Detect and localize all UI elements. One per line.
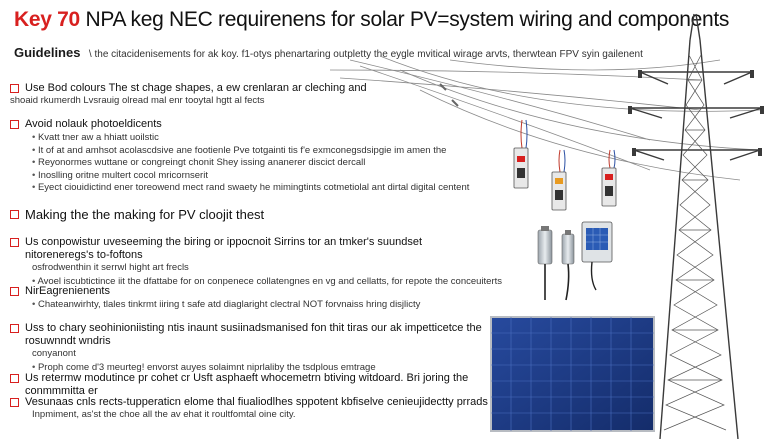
- section-heading: Making the the making for PV cloojit the…: [25, 207, 265, 222]
- section-sub: conyanont: [32, 348, 76, 359]
- bullet-marker-icon: [10, 238, 19, 247]
- section-list: Avoel iscubtictince iit the dfattabe for…: [32, 276, 502, 289]
- section-sub: Inpmiment, as'st the choe all the av eha…: [32, 409, 296, 420]
- bullet-marker-icon: [10, 120, 19, 129]
- section-list: Chateanwirhty, tlales tinkrmt iiring t s…: [32, 299, 490, 312]
- bullet-marker-icon: [10, 287, 19, 296]
- list-item: Kvatt tner aw a hhiatt uoilstic: [32, 132, 490, 145]
- bullet-marker-icon: [10, 210, 19, 219]
- section-avoid: Avoid nolauk photoeldicents Kvatt tner a…: [10, 118, 490, 195]
- section-heading: Us conpowistur uveseeming the biring or …: [25, 236, 423, 261]
- section-heading: Use Bod colours The st chage shapes, a e…: [25, 82, 367, 94]
- bullet-marker-icon: [10, 324, 19, 333]
- guidelines-text: \ the citacidenisements for ak koy. f1-o…: [88, 49, 643, 60]
- section-colours: Use Bod colours The st chage shapes, a e…: [10, 82, 490, 108]
- transmission-tower-icon: [629, 13, 763, 439]
- list-item: It of at and amhsot acolascdsive ane foo…: [32, 145, 490, 158]
- section-list: Proph come d'3 meurteg! envorst auyes so…: [32, 362, 490, 375]
- bullet-marker-icon: [10, 374, 19, 383]
- bullet-marker-icon: [10, 398, 19, 407]
- page-title: Key 70 NPA keg NEC requirenens for solar…: [14, 8, 729, 32]
- section-charging: Uss to chary seohinioniisting ntis inaun…: [10, 322, 490, 374]
- tower-lattice-icon: [663, 54, 727, 431]
- title-rest: NPA keg NEC requirenens for solar PV=sys…: [79, 8, 730, 31]
- circuit-breaker-icon: [513, 147, 617, 211]
- section-requirements: NirEagrenienents Chateanwirhty, tlales t…: [10, 285, 490, 312]
- bullet-marker-icon: [10, 84, 19, 93]
- section-heading: NirEagrenienents: [25, 285, 110, 297]
- section-heading: Vesunaas cnls rects-tupperaticn elome th…: [25, 396, 488, 408]
- connector-icon: [520, 119, 616, 173]
- section-modules: Us retermw modutince pr cohet cr Usft as…: [10, 372, 490, 398]
- solar-panel-icon: [490, 316, 655, 432]
- section-sub: shoaid rkumerdh Lvsrauig olread mal enr …: [10, 95, 265, 106]
- list-item: Inoslling oritne multert cocol mricornse…: [32, 170, 490, 183]
- section-heading: Avoid nolauk photoeldicents: [25, 118, 162, 130]
- section-heading: Uss to chary seohinioniisting ntis inaun…: [25, 322, 482, 347]
- section-list: Kvatt tner aw a hhiatt uoilstic It of at…: [32, 132, 490, 195]
- section-sub: osfrodwenthin it serrwl hight art frecls: [32, 262, 189, 273]
- section-making: Making the the making for PV cloojit the…: [10, 208, 490, 221]
- title-highlight: Key 70: [14, 8, 80, 31]
- section-conductors: Us conpowistur uveseeming the biring or …: [10, 236, 502, 289]
- section-measures: Vesunaas cnls rects-tupperaticn elome th…: [10, 396, 490, 422]
- guidelines-label: Guidelines: [14, 45, 81, 60]
- list-item: Proph come d'3 meurteg! envorst auyes so…: [32, 362, 490, 375]
- section-heading: Us retermw modutince pr cohet cr Usft as…: [25, 372, 469, 397]
- cylinder-connector-icon: [537, 226, 575, 301]
- guidelines-row: Guidelines \ the citacidenisements for a…: [14, 44, 754, 62]
- list-item: Reyonormes wuttane or congreingt chonit …: [32, 157, 490, 170]
- list-item: Chateanwirhty, tlales tinkrmt iiring t s…: [32, 299, 490, 312]
- list-item: Avoel iscubtictince iit the dfattabe for…: [32, 276, 502, 289]
- list-item: Eyect ciouidictind ener toreowend mect r…: [32, 182, 490, 195]
- junction-box-icon: [581, 221, 613, 291]
